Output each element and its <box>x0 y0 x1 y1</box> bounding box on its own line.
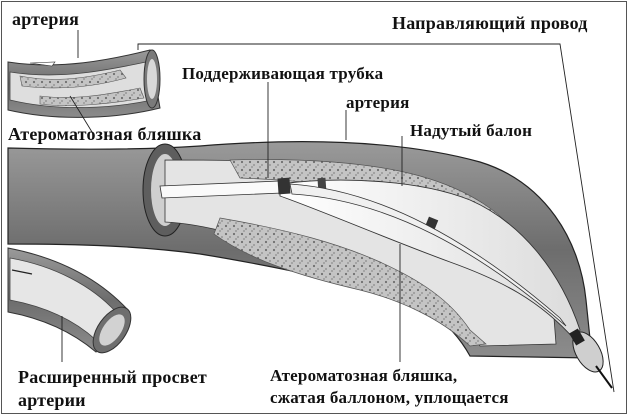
artery-widened-inset <box>7 247 132 354</box>
leader-lines <box>61 30 615 393</box>
label-widened-lumen-2: артерии <box>18 390 86 410</box>
artery-with-plaque-inset <box>7 49 161 118</box>
label-compressed-plaque-1: Атероматозная бляшка, <box>270 366 458 385</box>
label-guide-wire: Направляющий провод <box>392 13 588 33</box>
label-inflated-balloon: Надутый балон <box>410 121 533 140</box>
label-artery-top: артерия <box>12 9 80 29</box>
label-support-tube: Поддерживающая трубка <box>182 64 384 83</box>
label-artery-mid: артерия <box>346 93 410 112</box>
label-widened-lumen-1: Расширенный просвет <box>18 367 207 387</box>
label-compressed-plaque-2: сжатая баллоном, уплощается <box>270 388 509 407</box>
label-atheroma-plaque: Атероматозная бляшка <box>8 124 202 144</box>
main-artery <box>7 141 613 389</box>
